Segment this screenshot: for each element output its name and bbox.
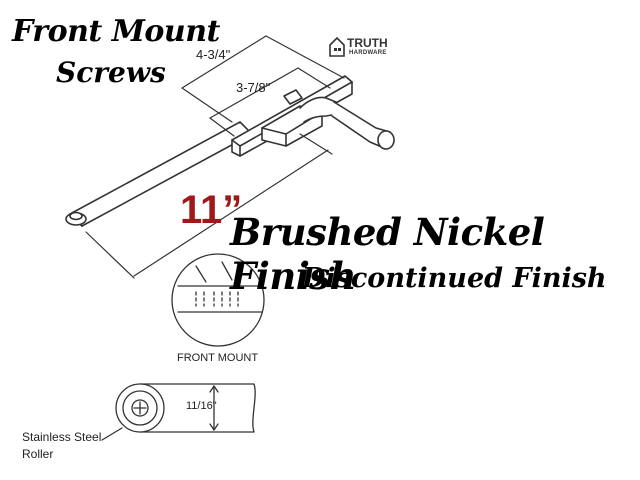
dimension-4-3-4 <box>181 35 345 123</box>
overall-length-label: 11” <box>180 188 243 232</box>
finish-subtitle: Discontinued Finish <box>302 263 607 294</box>
roller-width-label: 11/16" <box>186 400 217 412</box>
roller-caption-line1: Stainless Steel <box>22 430 102 444</box>
house-icon <box>329 36 345 57</box>
finish-title: Brushed Nickel Finish <box>230 210 545 298</box>
dimension-11-inch <box>85 133 333 279</box>
operator-arm <box>65 121 253 227</box>
dimension-label-outer: 4-3/4" <box>196 47 231 62</box>
truth-hardware-logo: TRUTH HARDWARE <box>329 34 399 62</box>
header-front-mount: Front Mount <box>12 14 220 49</box>
crank-handle <box>299 96 395 150</box>
brand-name: TRUTH <box>347 36 388 50</box>
front-mount-caption: FRONT MOUNT <box>177 352 259 364</box>
dimension-3-7-8 <box>209 67 331 137</box>
roller-detail <box>101 383 256 441</box>
front-mount-detail <box>171 253 265 347</box>
roller-caption-line2: Roller <box>22 447 54 461</box>
brand-sub: HARDWARE <box>349 50 387 56</box>
dimension-label-inner: 3-7/8" <box>236 80 271 95</box>
header-screws: Screws <box>56 56 166 89</box>
